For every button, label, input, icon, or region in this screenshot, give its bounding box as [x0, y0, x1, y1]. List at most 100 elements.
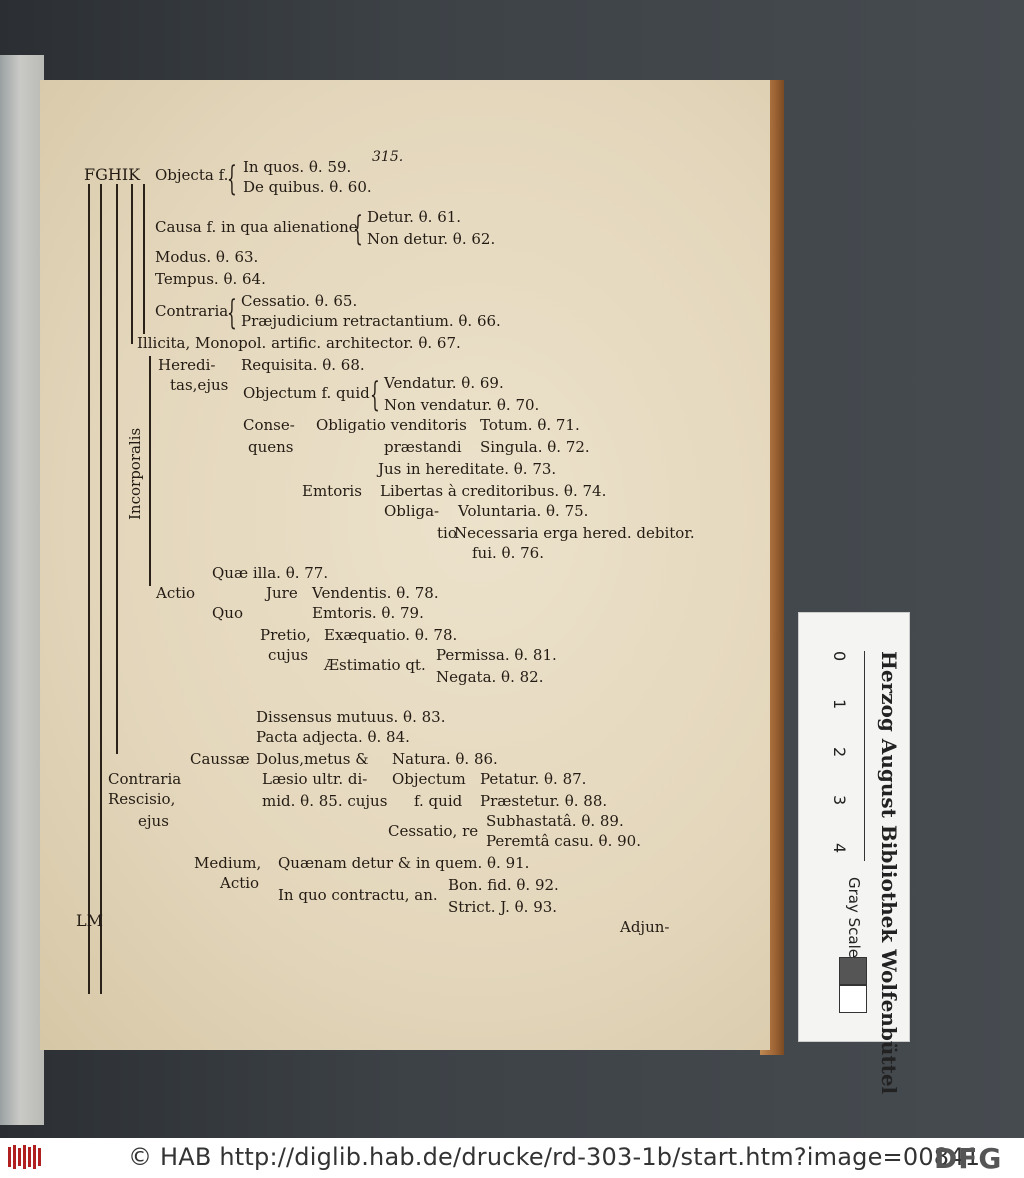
scale-rotated-content: Herzog August Bibliothek Wolfenbüttel 0 …: [805, 621, 905, 1094]
dolus-label: Dolus,metus &: [256, 750, 369, 768]
entry-78a: Vendentis. θ. 78.: [312, 584, 439, 602]
objectum-label-2: Objectum: [392, 770, 466, 788]
entry-79: Emtoris. θ. 79.: [312, 604, 424, 622]
facing-page-edge: [0, 55, 44, 1125]
footer-letters: LM: [76, 911, 104, 930]
rescisio-label: Rescisio,: [108, 790, 176, 808]
heredi-label: Heredi-: [158, 356, 216, 374]
cessatio-re-label: Cessatio, re: [388, 822, 479, 840]
hab-logo-icon: [8, 1145, 41, 1169]
rule-h: [116, 184, 118, 754]
obligatio-label: Obligatio venditoris: [316, 416, 467, 434]
entry-81: Permissa. θ. 81.: [436, 646, 557, 664]
praestandi-label: præstandi: [384, 438, 462, 456]
contraria-label: Contraria: [155, 302, 229, 320]
quens-label: quens: [248, 438, 294, 456]
obliga-label: Obliga-: [384, 502, 440, 520]
entry-93: Strict. J. θ. 93.: [448, 898, 558, 916]
entry-64: Tempus. θ. 64.: [155, 270, 266, 288]
entry-83: Dissensus mutuus. θ. 83.: [256, 708, 446, 726]
contraria-rescisio-label: Contraria: [108, 770, 182, 788]
entry-63: Modus. θ. 63.: [155, 248, 259, 266]
entry-86: Natura. θ. 86.: [392, 750, 498, 768]
objectum-label: Objectum f. quid: [243, 384, 370, 402]
entry-61: Detur. θ. 61.: [367, 208, 462, 226]
catchword: Adjun-: [620, 918, 670, 936]
entry-59: In quos. θ. 59.: [243, 158, 352, 176]
necessaria-label: Necessaria erga hered. debitor.: [454, 524, 695, 542]
jure-label: Jure: [266, 584, 298, 602]
brace: {: [353, 209, 363, 249]
mid-label: mid. θ. 85. cujus: [262, 792, 388, 810]
aestimatio-label: Æstimatio qt.: [324, 656, 426, 674]
caussae-label: Caussæ: [190, 750, 250, 768]
rule-i: [131, 184, 133, 344]
entry-88: Præstetur. θ. 88.: [480, 792, 608, 810]
entry-70: Non vendatur. θ. 70.: [384, 396, 540, 414]
color-scale-card: Herzog August Bibliothek Wolfenbüttel 0 …: [798, 612, 910, 1094]
rule-incorporalis: [149, 356, 151, 586]
entry-66: Præjudicium retractantium. θ. 66.: [241, 312, 501, 330]
entry-62: Non detur. θ. 62.: [367, 230, 496, 248]
entry-91: Quænam detur & in quem. θ. 91.: [278, 854, 530, 872]
footer-bar: © HAB http://diglib.hab.de/drucke/rd-303…: [0, 1138, 1024, 1178]
in-quo-label: In quo contractu, an.: [278, 886, 438, 904]
cujus-label: cujus: [268, 646, 309, 664]
pretio-label: Pretio,: [260, 626, 311, 644]
entry-73: Jus in hereditate. θ. 73.: [378, 460, 557, 478]
rule-f: [88, 184, 90, 994]
entry-78b: Exæquatio. θ. 78.: [324, 626, 458, 644]
entry-68: Requisita. θ. 68.: [241, 356, 365, 374]
entry-72: Singula. θ. 72.: [480, 438, 590, 456]
ruler-number: 4: [830, 843, 849, 854]
actio-label: Actio: [156, 584, 196, 602]
entry-75: Voluntaria. θ. 75.: [458, 502, 589, 520]
gray-swatch-dark: [839, 957, 867, 985]
ruler-number: 1: [830, 699, 849, 710]
laesio-label: Læsio ultr. di-: [262, 770, 368, 788]
ruler-number: 2: [830, 747, 849, 758]
entry-74: Libertas à creditoribus. θ. 74.: [380, 482, 607, 500]
incorporalis-label: Incorporalis: [126, 427, 144, 520]
entry-82: Negata. θ. 82.: [436, 668, 544, 686]
rule-g: [100, 184, 102, 994]
entry-89: Subhastatâ. θ. 89.: [486, 812, 624, 830]
page-number: 315.: [372, 149, 404, 165]
tio-label: tio: [437, 524, 457, 542]
causa-label: Causa f. in qua alienatione: [155, 218, 358, 236]
column-letters: FGHIK: [84, 165, 141, 184]
entry-92: Bon. fid. θ. 92.: [448, 876, 559, 894]
scale-title: Herzog August Bibliothek Wolfenbüttel: [877, 651, 901, 1095]
entry-65: Cessatio. θ. 65.: [241, 292, 358, 310]
entry-69: Vendatur. θ. 69.: [384, 374, 504, 392]
gray-swatch-light: [839, 985, 867, 1013]
footer-url[interactable]: © HAB http://diglib.hab.de/drucke/rd-303…: [128, 1143, 981, 1171]
ruler: [850, 651, 865, 861]
entry-90: Peremtâ casu. θ. 90.: [486, 832, 641, 850]
emtoris-label: Emtoris: [302, 482, 362, 500]
actio-label-2: Actio: [220, 874, 260, 892]
entry-87: Petatur. θ. 87.: [480, 770, 587, 788]
tas-ejus-label: tas,ejus: [170, 376, 229, 394]
objecta-label: Objecta f.: [155, 166, 229, 184]
entry-76: fui. θ. 76.: [472, 544, 544, 562]
entry-71: Totum. θ. 71.: [480, 416, 580, 434]
entry-60: De quibus. θ. 60.: [243, 178, 372, 196]
brace: {: [227, 159, 237, 199]
ruler-number: 3: [830, 795, 849, 806]
entry-67: Illicita, Monopol. artific. architector.…: [137, 334, 461, 352]
dfg-logo: DFG: [934, 1142, 1003, 1175]
ejus-label: ejus: [138, 812, 169, 830]
f-quid-label: f. quid: [414, 792, 463, 810]
book-page: 315. FGHIK Objecta f. { In quos. θ. 59. …: [40, 80, 770, 1050]
brace: {: [370, 375, 380, 415]
gray-scale-label: Gray Scale: [845, 877, 863, 958]
ruler-number: 0: [830, 651, 849, 662]
medium-label: Medium,: [194, 854, 262, 872]
conse-label: Conse-: [243, 416, 295, 434]
quo-label: Quo: [212, 604, 243, 622]
entry-77: Quæ illa. θ. 77.: [212, 564, 329, 582]
entry-84: Pacta adjecta. θ. 84.: [256, 728, 410, 746]
brace: {: [227, 293, 237, 333]
rule-k: [143, 184, 145, 334]
